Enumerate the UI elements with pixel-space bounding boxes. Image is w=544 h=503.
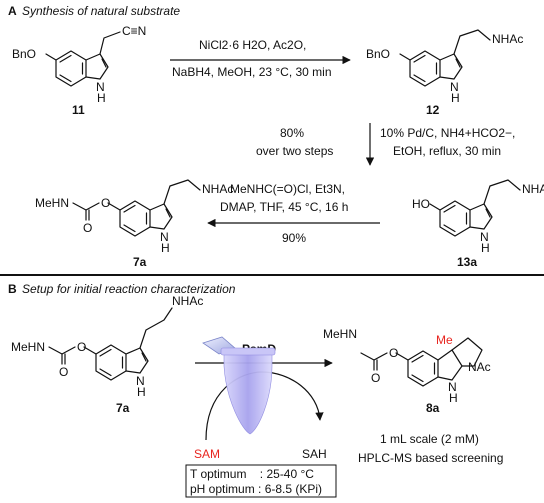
step2-conditions-2: EtOH, reflux, 30 min [393,144,501,158]
scale-note: 1 mL scale (2 mM) [380,432,479,446]
sam-label: SAM [194,447,220,461]
compound-7a-b-sidechain: NHAc [172,294,203,308]
compound-7a-a-h: H [161,241,170,255]
compound-11-nitrile: C≡N [122,24,146,38]
compound-8a-n: N [448,380,457,394]
step2-conditions-1: 10% Pd/C, NH4+HCO2−, [380,126,515,140]
compound-12-substituent: BnO [366,47,390,61]
panel-b-title: Setup for initial reaction characterizat… [22,282,236,296]
compound-12: BnO NHAc N H [366,29,523,105]
compound-7a-a-sidechain: NHAc [202,182,233,196]
compound-13a-h: H [481,241,490,255]
compound-13a-n: N [480,230,489,244]
t-optimum: T optimum : 25-40 °C [190,467,314,481]
compound-13a-substituent: HO [412,197,430,211]
compound-8a-carbonyl-o: O [371,371,380,385]
compound-11-label: 11 [72,103,85,117]
compound-7a-b-h: H [137,385,146,399]
step1-conditions-top: NiCl2·6 H2O, Ac2O, [199,38,306,52]
panel-a-title: Synthesis of natural substrate [22,4,180,18]
compound-7a-b-label: 7a [116,401,130,415]
compound-11: BnO C≡N N H [12,24,146,105]
compound-11-h: H [97,91,106,105]
compound-7a-b-ester-o: O [77,340,86,354]
compound-8a-label: 8a [426,401,440,415]
compound-8a: O O MeHN Me NAc N H [323,327,491,405]
panel-b-letter: B [8,282,17,296]
screening-note: HPLC-MS based screening [358,451,503,465]
compound-8a-methyl: Me [436,333,453,347]
compound-7a-a-substituent: MeHN [35,196,69,210]
compound-7a-a-label: 7a [133,255,147,269]
compound-11-substituent: BnO [12,47,36,61]
compound-13a: HO NHAc N H [412,179,544,255]
compound-7a-b-carbonyl-o: O [59,365,68,379]
step2-yield-note: over two steps [256,144,333,158]
step3-yield: 90% [282,231,306,245]
compound-12-sidechain: NHAc [492,32,523,46]
panel-a-letter: A [8,4,17,18]
compound-7a-a-ester-o: O [101,196,110,210]
compound-8a-substituent: MeHN [323,327,357,341]
reaction-tube-icon [202,336,276,435]
ph-optimum: pH optimum : 6-8.5 (KPi) [190,482,322,496]
compound-12-n: N [450,80,459,94]
compound-8a-ester-o: O [389,346,398,360]
compound-7a-a-n: N [160,230,169,244]
compound-12-label: 12 [426,103,440,117]
compound-13a-label: 13a [457,255,477,269]
compound-13a-sidechain: NHAc [522,182,544,196]
sah-label: SAH [302,447,327,461]
compound-7a-b-n: N [136,374,145,388]
compound-7a-b: O O MeHN NHAc N H [11,294,203,399]
compound-7a-a: O O MeHN NHAc N H [35,179,233,255]
compound-11-n: N [96,80,105,94]
compound-7a-b-substituent: MeHN [11,340,45,354]
compound-12-h: H [451,91,460,105]
step1-conditions-bottom: NaBH4, MeOH, 23 °C, 30 min [172,65,332,79]
conditions-box [185,464,337,498]
compound-8a-nac: NAc [468,360,491,374]
step3-conditions-1: MeNHC(=O)Cl, Et3N, [230,182,345,196]
step2-yield: 80% [280,126,304,140]
step3-conditions-2: DMAP, THF, 45 °C, 16 h [220,200,348,214]
compound-8a-h: H [449,391,458,405]
compound-7a-a-carbonyl-o: O [83,221,92,235]
